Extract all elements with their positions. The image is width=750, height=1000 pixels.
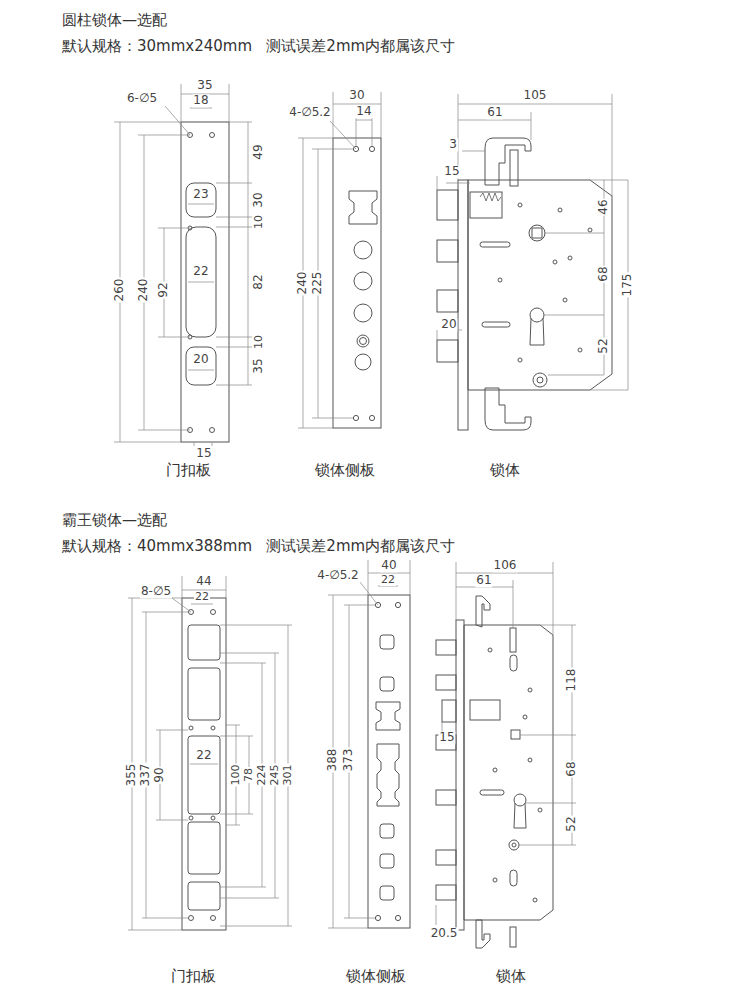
dimension: 44 [195,575,212,588]
dimension: 10 [253,214,265,230]
dimension: 22 [195,749,212,762]
dimension: 30 [348,89,365,102]
hole-callout: 8-∅5 [140,585,172,598]
dimension: 49 [252,143,265,160]
heading: 霸王锁体—选配 [62,512,167,529]
dimension: 15 [195,447,212,460]
heading: 圆柱锁体—选配 [62,12,167,29]
side-plate-1 [298,92,381,428]
dimension: 100 [230,764,242,787]
dimension: 224 [256,764,268,787]
dimension: 240 [137,278,150,303]
dimension: 337 [139,763,152,788]
side-plate-2 [328,560,410,928]
dimension: 35 [252,357,265,374]
dimension: 3 [448,138,458,151]
hole-callout: 6-∅5 [126,92,158,105]
dimension: 82 [252,273,265,290]
dimension: 18 [192,94,209,107]
hole-callout: 4-∅5.2 [288,106,332,119]
dimension: 373 [342,748,355,773]
dimension: 61 [486,106,503,119]
part-caption: 门扣板 [166,462,211,479]
dimension: 118 [565,668,578,693]
dimension: 10 [253,334,265,350]
dimension: 35 [196,79,213,92]
dimension: 225 [311,271,324,296]
dimension: 78 [243,767,255,783]
dimension: 52 [565,815,578,832]
strike-plate-2 [128,576,292,930]
dimension: 30 [252,191,265,208]
dimension: 68 [565,760,578,777]
spec-note: 默认规格：40mmx388mm 测试误差2mm内都属该尺寸 [62,538,455,555]
dimension: 301 [282,764,294,787]
dimension: 15 [443,165,460,178]
dimension: 61 [475,574,492,587]
dimension: 92 [157,281,170,298]
dimension: 14 [355,105,372,118]
dimension: 20.5 [430,927,459,940]
dimension: 20 [192,353,209,366]
dimension: 105 [523,89,548,102]
part-caption: 锁体侧板 [346,968,406,985]
lock-body-2 [436,562,576,948]
dimension: 260 [113,278,126,303]
dimension: 15 [438,731,455,744]
dimension: 40 [380,559,397,572]
dimension: 175 [621,273,634,298]
dimension: 388 [326,748,339,773]
lock-body-1 [437,94,628,430]
dimension: 355 [125,763,138,788]
part-caption: 门扣板 [171,968,216,985]
dimension: 20 [440,318,457,331]
spec-note: 默认规格：30mmx240mm 测试误差2mm内都属该尺寸 [62,38,455,55]
hole-callout: 4-∅5.2 [316,569,360,582]
dimension: 245 [269,764,281,787]
dimension: 22 [192,265,209,278]
part-caption: 锁体 [496,968,526,985]
dimension: 23 [192,188,209,201]
dimension: 68 [597,265,610,282]
dimension: 106 [493,559,518,572]
dimension: 46 [597,198,610,215]
dimension: 22 [380,574,396,586]
strike-plate-1 [114,84,252,446]
dimension: 90 [153,766,166,783]
dimension: 22 [194,591,210,603]
dimension: 52 [597,337,610,354]
part-caption: 锁体侧板 [315,462,375,479]
dimension: 240 [296,271,309,296]
part-caption: 锁体 [490,462,520,479]
